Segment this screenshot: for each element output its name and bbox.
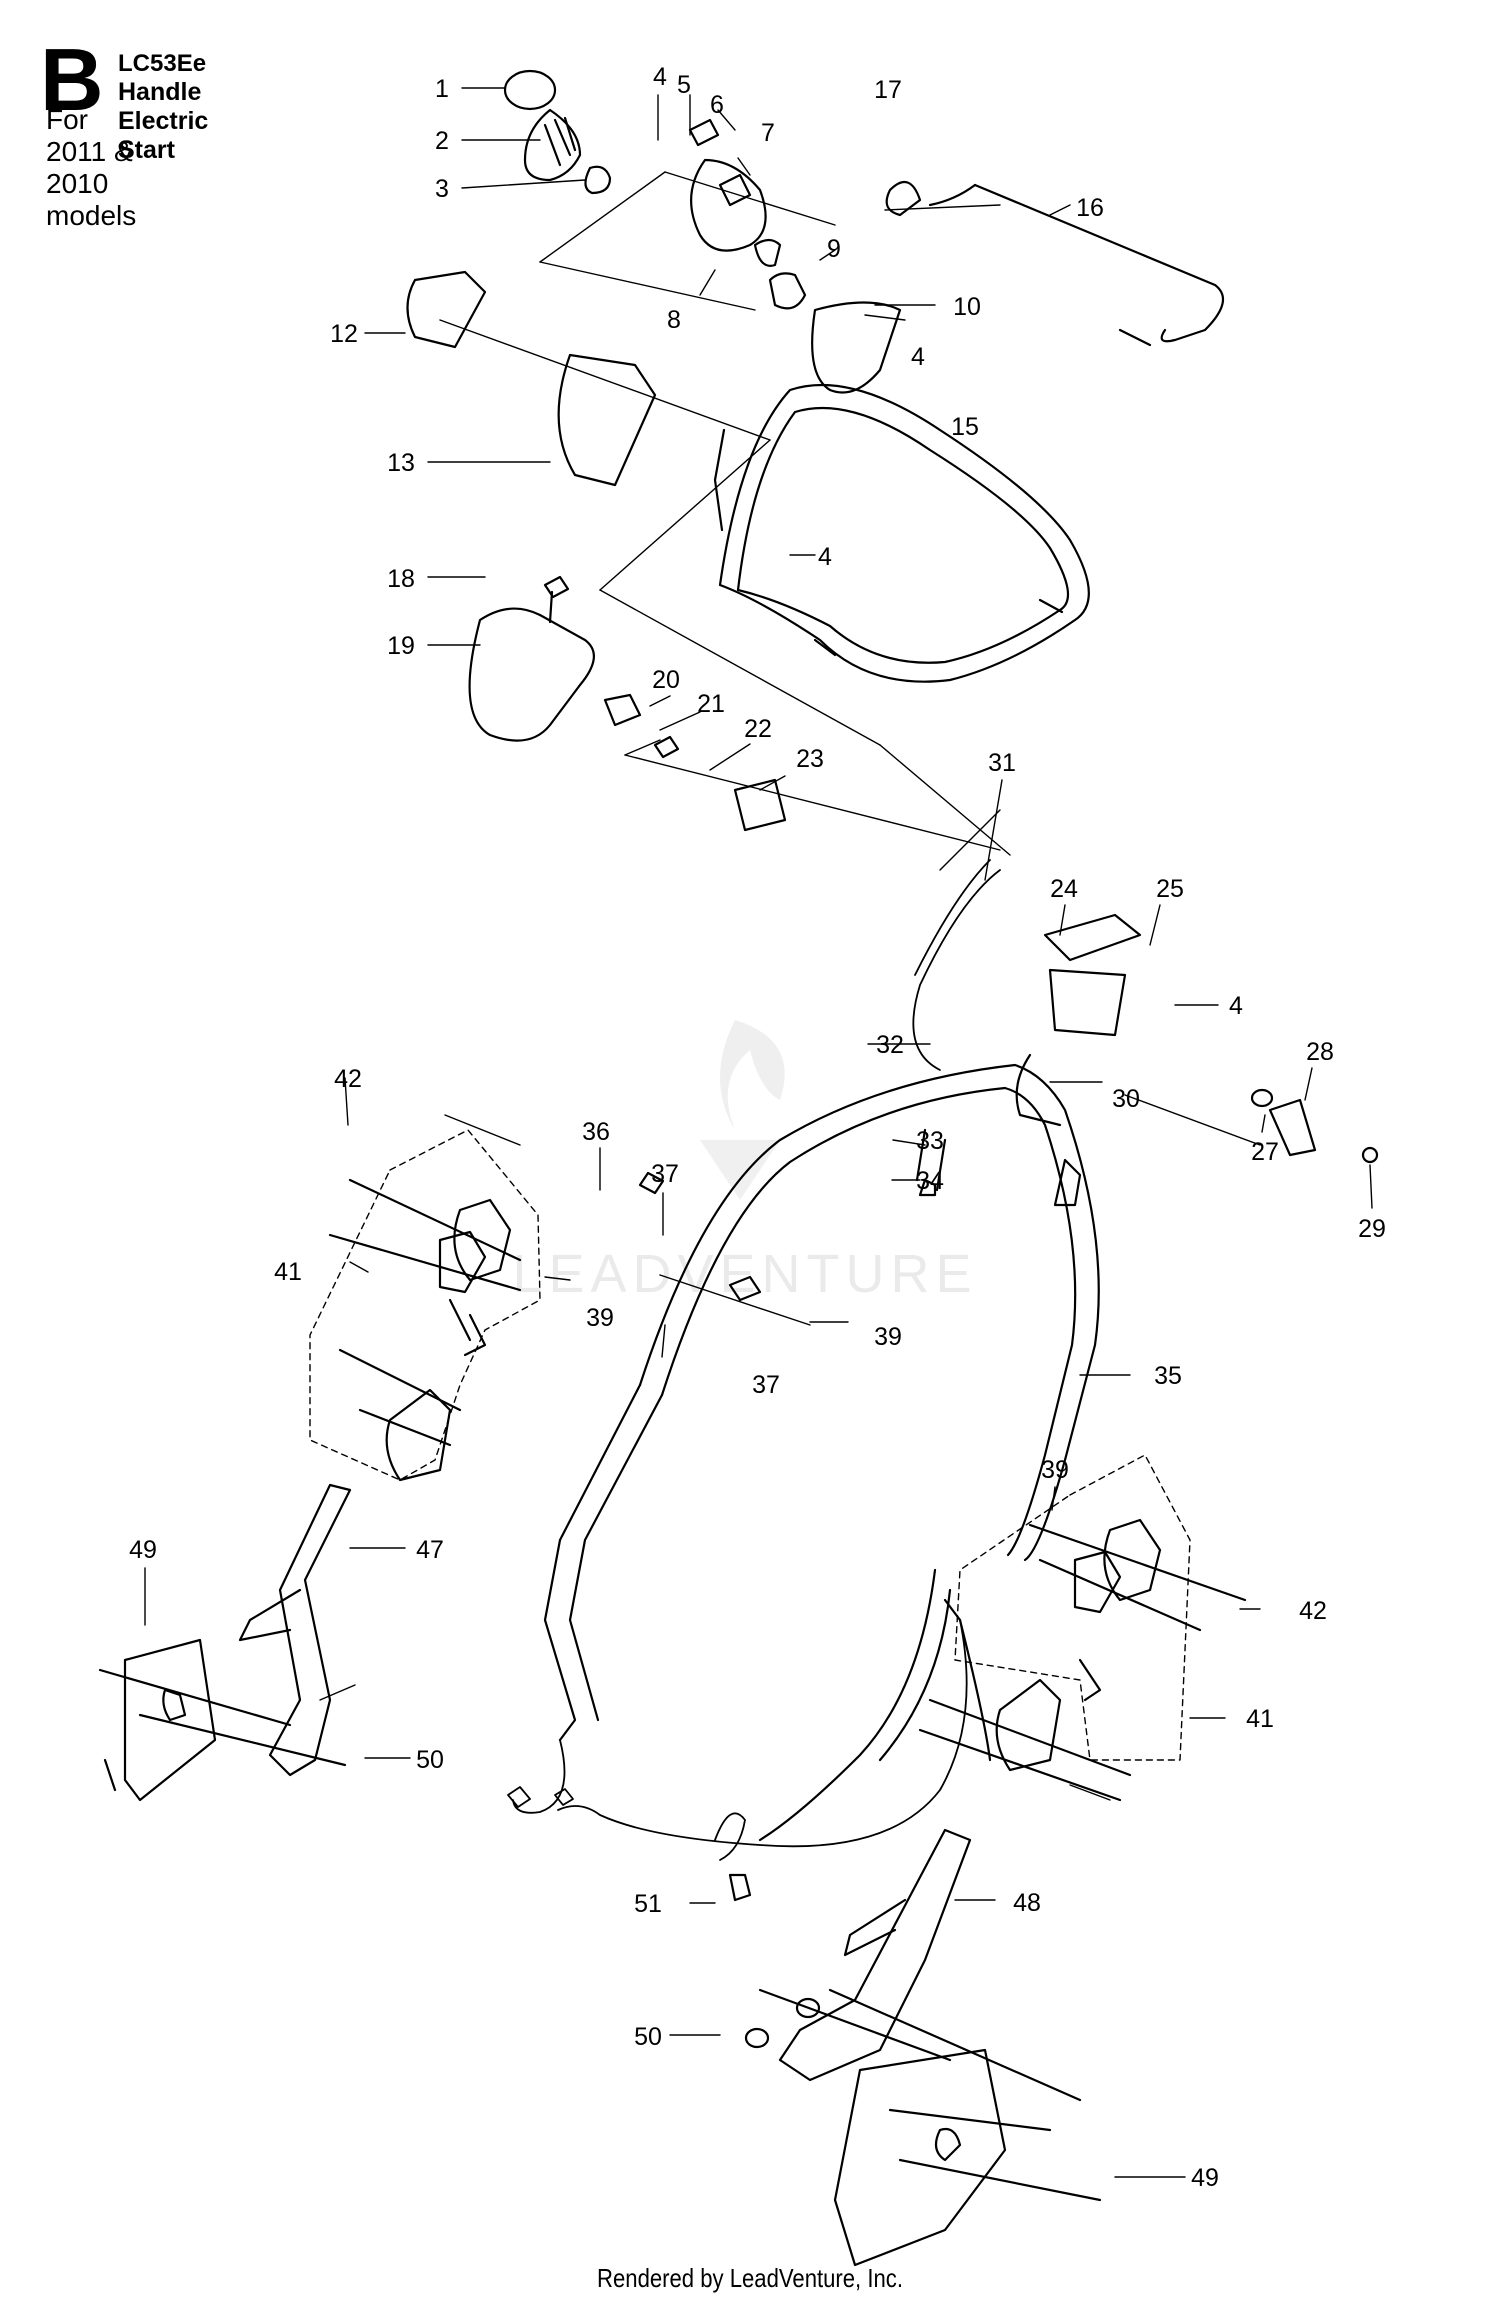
callout-7: 7 [761,119,775,147]
callout-19: 19 [387,632,415,660]
callout-35: 35 [1154,1362,1182,1390]
callout-21: 21 [697,690,725,718]
callout-42: 42 [334,1065,362,1093]
watermark-logo [700,1020,785,1200]
callout-18: 18 [387,565,415,593]
callout-12: 12 [330,320,358,348]
callout-4: 4 [818,543,832,571]
diagram-subtitle: Handle Electric Start [118,78,209,164]
left-lower-bracket [98,1483,352,1802]
model-years: For 2011 & 2010 models [46,104,137,231]
callout-39: 39 [1041,1456,1069,1484]
leader-lines [144,87,1373,2178]
callout-36: 36 [582,1118,610,1146]
callout-31: 31 [988,749,1016,777]
callout-5: 5 [677,71,691,99]
render-credit: Rendered by LeadVenture, Inc. [597,2263,903,2293]
callout-23: 23 [796,745,824,773]
callout-29: 29 [1358,1215,1386,1243]
callout-49: 49 [1191,2164,1219,2192]
callout-15: 15 [951,413,979,441]
callout-27: 27 [1251,1138,1279,1166]
callout-labels: 1 2 3 4 5 6 7 8 9 10 4 12 13 4 15 16 17 … [129,63,1386,2192]
callout-3: 3 [435,175,449,203]
callout-13: 13 [387,449,415,477]
callout-41: 41 [1246,1705,1274,1733]
callout-4: 4 [1229,992,1243,1020]
callout-49: 49 [129,1536,157,1564]
control-cable [507,859,1001,1861]
callout-41: 41 [274,1258,302,1286]
callout-25: 25 [1156,875,1184,903]
section-letter: B [40,30,104,129]
callout-1: 1 [435,75,449,103]
callout-8: 8 [667,306,681,334]
callout-4: 4 [911,343,925,371]
callout-24: 24 [1050,875,1078,903]
callout-34: 34 [916,1167,944,1195]
callout-37: 37 [651,1160,679,1188]
callout-30: 30 [1112,1085,1140,1113]
callout-51: 51 [634,1890,662,1918]
assembly-lines [319,171,1261,1801]
callout-10: 10 [953,293,981,321]
callout-39: 39 [586,1304,614,1332]
small-hardware [638,1128,1082,1902]
top-parts [406,69,1379,1164]
callout-17: 17 [874,76,902,104]
callout-50: 50 [634,2023,662,2051]
callout-39: 39 [874,1323,902,1351]
callout-28: 28 [1306,1038,1334,1066]
left-lever-assembly [309,1129,541,1482]
right-lever-assembly [918,1454,1247,1802]
callout-9: 9 [827,235,841,263]
callout-16: 16 [1076,194,1104,222]
model-number: LC53Ee [118,50,207,77]
callout-48: 48 [1013,1889,1041,1917]
watermark-text: LEADVENTURE [512,1244,977,1304]
callout-33: 33 [916,1127,944,1155]
callout-50: 50 [416,1746,444,1774]
callout-22: 22 [744,715,772,743]
callout-2: 2 [435,127,449,155]
callout-20: 20 [652,666,680,694]
callout-32: 32 [876,1031,904,1059]
callout-6: 6 [710,91,724,119]
callout-4: 4 [653,63,667,91]
right-lower-bracket [744,1828,1102,2267]
lower-handle-frame [543,1063,1100,1842]
callout-47: 47 [416,1536,444,1564]
callout-37: 37 [752,1371,780,1399]
callout-42: 42 [1299,1597,1327,1625]
upper-handle-bar [713,383,1090,683]
